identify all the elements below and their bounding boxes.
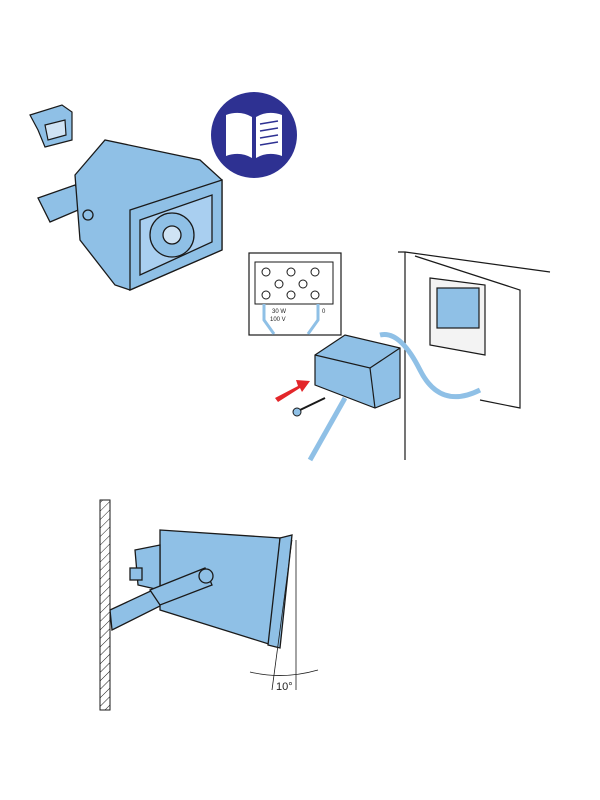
horn-speaker (37, 139, 223, 291)
power-label: 30 W (272, 309, 286, 315)
insert-arrow (275, 380, 310, 402)
junction-box (307, 331, 482, 462)
tilt-angle-label: 10° (276, 681, 293, 693)
tilt-angle-indicator (249, 539, 319, 691)
mounted-speaker (109, 529, 293, 649)
read-manual-icon (211, 92, 297, 178)
terminal-block-part (29, 104, 73, 148)
voltage-label: 100 V (270, 317, 286, 323)
speaker-housing-back (398, 251, 551, 460)
screw (292, 397, 326, 417)
wall (99, 499, 111, 711)
terminal-inset: 30 W 100 V 0 (248, 252, 342, 336)
zero-label: 0 (322, 309, 326, 315)
